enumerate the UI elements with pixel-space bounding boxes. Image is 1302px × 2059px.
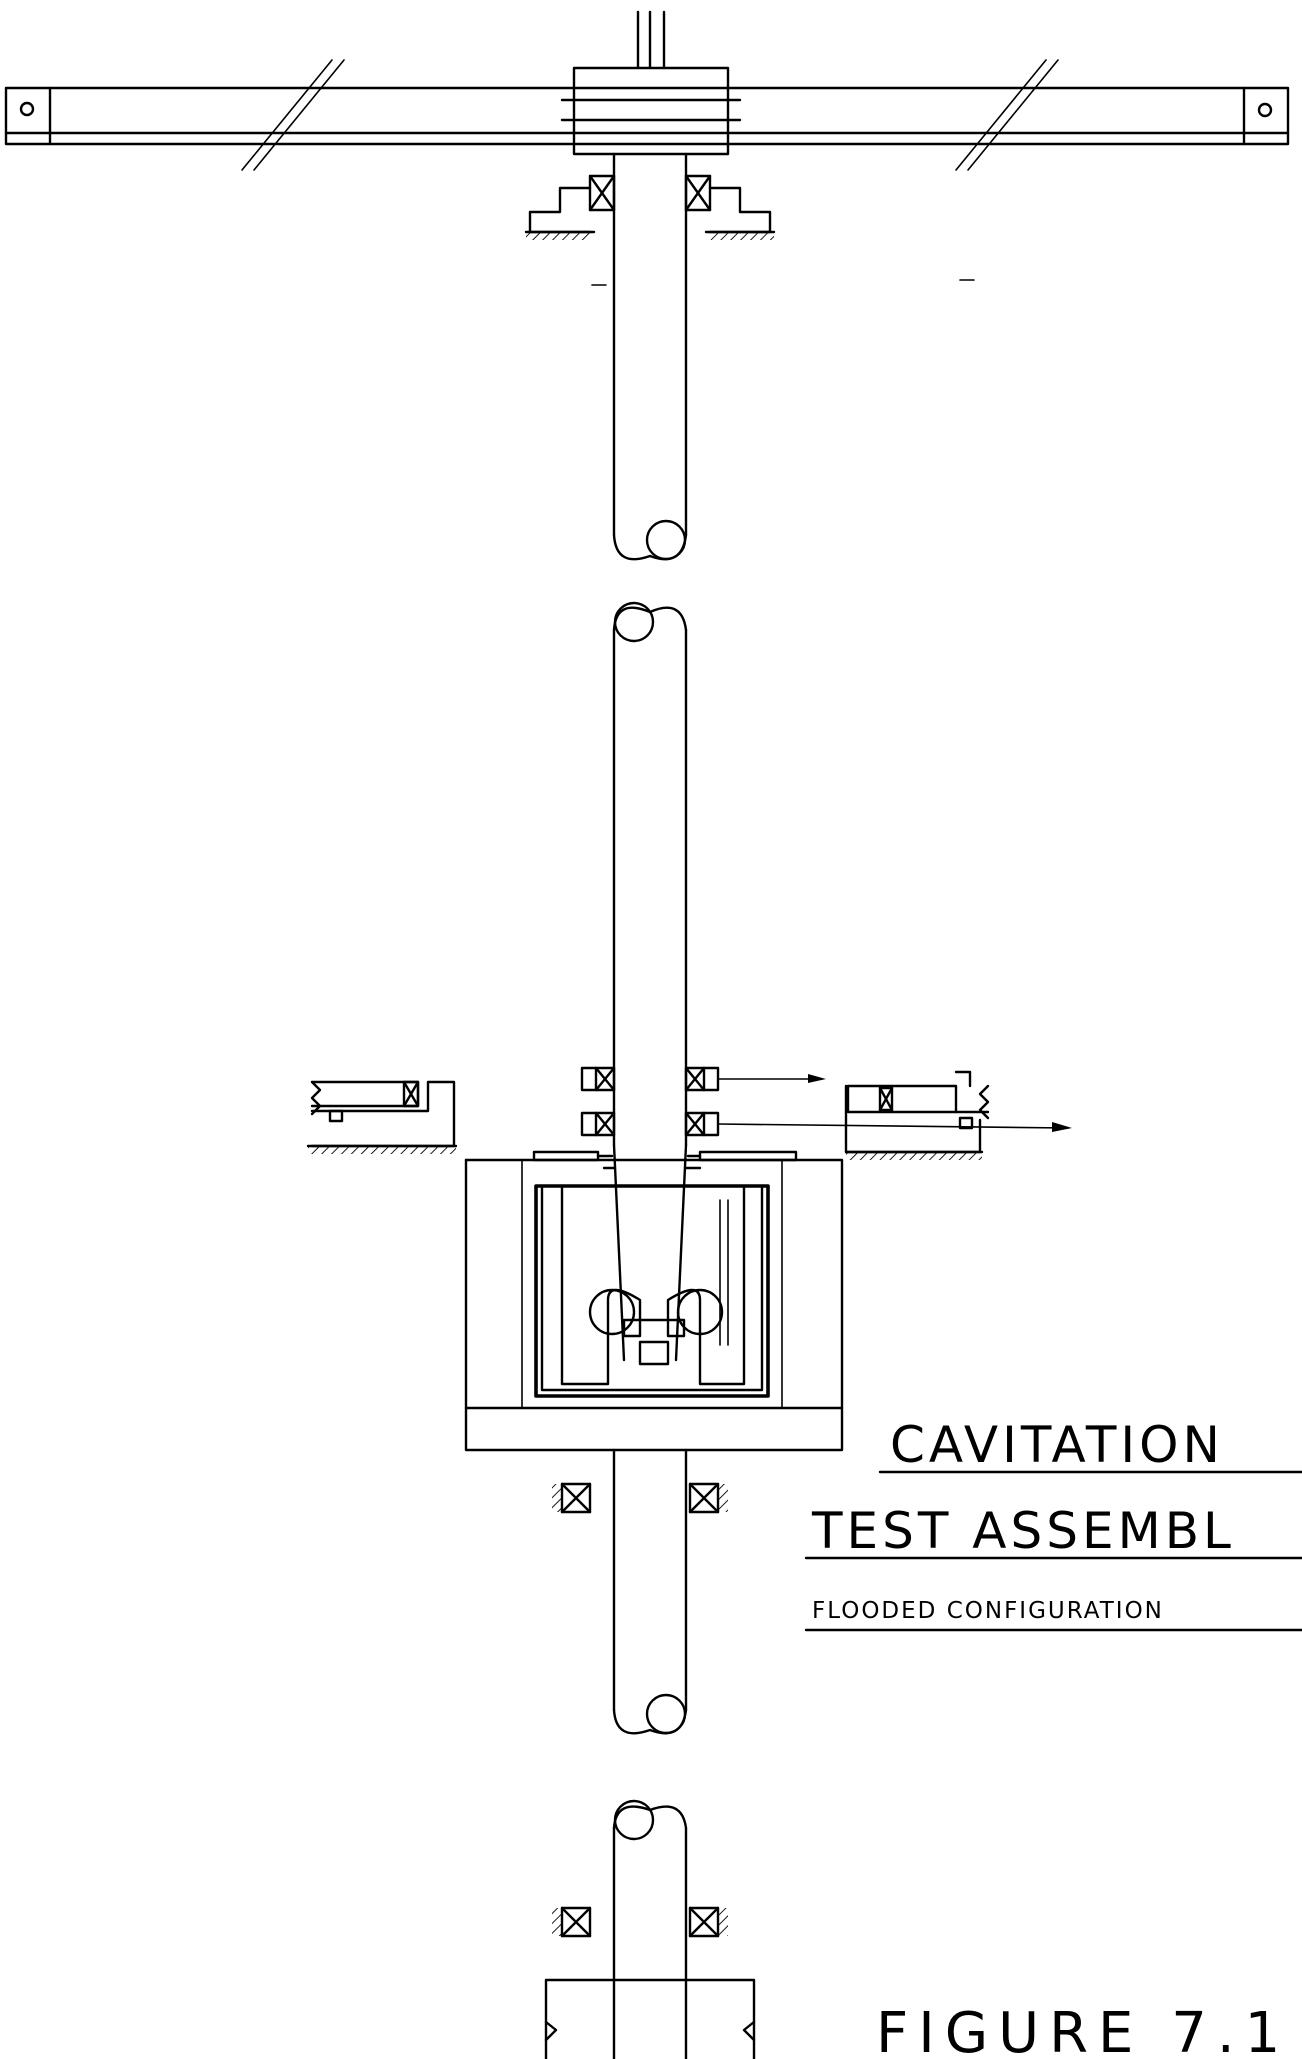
beam-pivot-hole-left: [19, 101, 35, 117]
test-cell-housing: [464, 1150, 844, 1452]
main-shaft-middle: [612, 601, 688, 1362]
left-support-bracket: [306, 1080, 458, 1154]
main-shaft-bottom: [612, 1799, 688, 2059]
figure-label: FIGURE 7.1: [876, 2001, 1290, 2059]
main-shaft-lower: [612, 1448, 688, 1735]
beam-hub: [560, 66, 742, 156]
right-support-bracket: [844, 1070, 990, 1160]
beam-pivot-hole-right: [1257, 102, 1273, 118]
upper-bearing-right: [684, 174, 776, 240]
specimen-holder: [560, 1184, 746, 1386]
title-line-2: TEST ASSEMBL: [811, 1502, 1235, 1560]
leader-arrows: [717, 1074, 1072, 1132]
upper-shaft-stub: [636, 10, 666, 70]
main-shaft-upper: [591, 152, 975, 561]
lower-bearing-2: [552, 1906, 728, 1938]
middle-bearings: [580, 1066, 720, 1137]
subtitle: FLOODED CONFIGURATION: [812, 1598, 1164, 1624]
title-block: CAVITATION TEST ASSEMBL FLOODED CONFIGUR…: [804, 1416, 1302, 1632]
top-lever-beam: [4, 59, 1290, 171]
upper-bearing-left: [524, 174, 616, 240]
bottom-base-plate: [544, 1978, 756, 2059]
lower-bearing-1: [552, 1482, 728, 1514]
title-line-1: CAVITATION: [890, 1416, 1224, 1474]
